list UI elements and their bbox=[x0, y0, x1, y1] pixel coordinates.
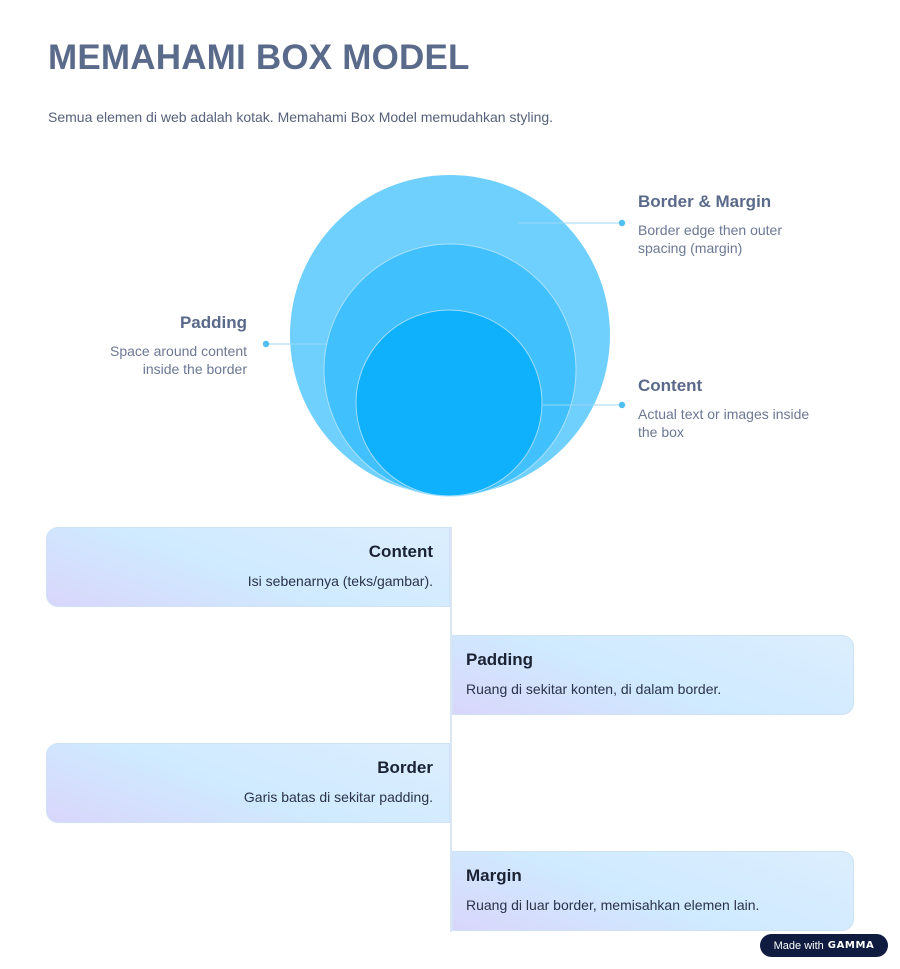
label-padding-desc: Space around content inside the border bbox=[110, 343, 247, 377]
box-model-diagram: Border & Margin Border edge then outer s… bbox=[27, 175, 858, 497]
timeline-card-content: Content Isi sebenarnya (teks/gambar). bbox=[46, 527, 450, 607]
page-title: MEMAHAMI BOX MODEL bbox=[48, 38, 470, 77]
timeline-card-desc: Garis batas di sekitar padding. bbox=[243, 789, 433, 805]
label-content: Content Actual text or images inside the… bbox=[638, 376, 858, 441]
label-border-margin-desc: Border edge then outer spacing (margin) bbox=[638, 222, 782, 256]
connector-dot-content bbox=[618, 401, 626, 409]
timeline-card-border: Border Garis batas di sekitar padding. bbox=[46, 743, 450, 823]
page-subtitle: Semua elemen di web adalah kotak. Memaha… bbox=[48, 109, 554, 125]
inner-circle-content bbox=[355, 309, 543, 497]
gamma-logo: GAMMA bbox=[827, 940, 875, 951]
timeline-card-title: Content bbox=[368, 542, 433, 561]
label-padding-title: Padding bbox=[179, 313, 247, 332]
label-content-title: Content bbox=[638, 376, 703, 395]
timeline-card-desc: Ruang di luar border, memisahkan elemen … bbox=[466, 897, 760, 913]
timeline-card-desc: Isi sebenarnya (teks/gambar). bbox=[247, 573, 433, 589]
label-padding: Padding Space around content inside the … bbox=[27, 313, 247, 378]
label-content-desc: Actual text or images inside the box bbox=[638, 406, 810, 440]
timeline-card-title: Margin bbox=[466, 866, 522, 885]
made-with-gamma-badge[interactable]: Made with GAMMA bbox=[760, 934, 888, 957]
timeline-card-padding: Padding Ruang di sekitar konten, di dala… bbox=[452, 635, 854, 715]
badge-prefix: Made with bbox=[773, 939, 824, 952]
timeline-card-title: Border bbox=[377, 758, 433, 777]
connector-dot-border-margin bbox=[618, 219, 626, 227]
timeline-card-desc: Ruang di sekitar konten, di dalam border… bbox=[466, 681, 722, 697]
label-border-margin-title: Border & Margin bbox=[638, 192, 772, 211]
connector-dot-padding bbox=[262, 340, 270, 348]
timeline-card-margin: Margin Ruang di luar border, memisahkan … bbox=[452, 851, 854, 931]
concentric-circles-graphic bbox=[262, 175, 626, 497]
label-border-margin: Border & Margin Border edge then outer s… bbox=[638, 192, 858, 257]
timeline-card-title: Padding bbox=[466, 650, 534, 669]
timeline-axis bbox=[450, 527, 452, 932]
